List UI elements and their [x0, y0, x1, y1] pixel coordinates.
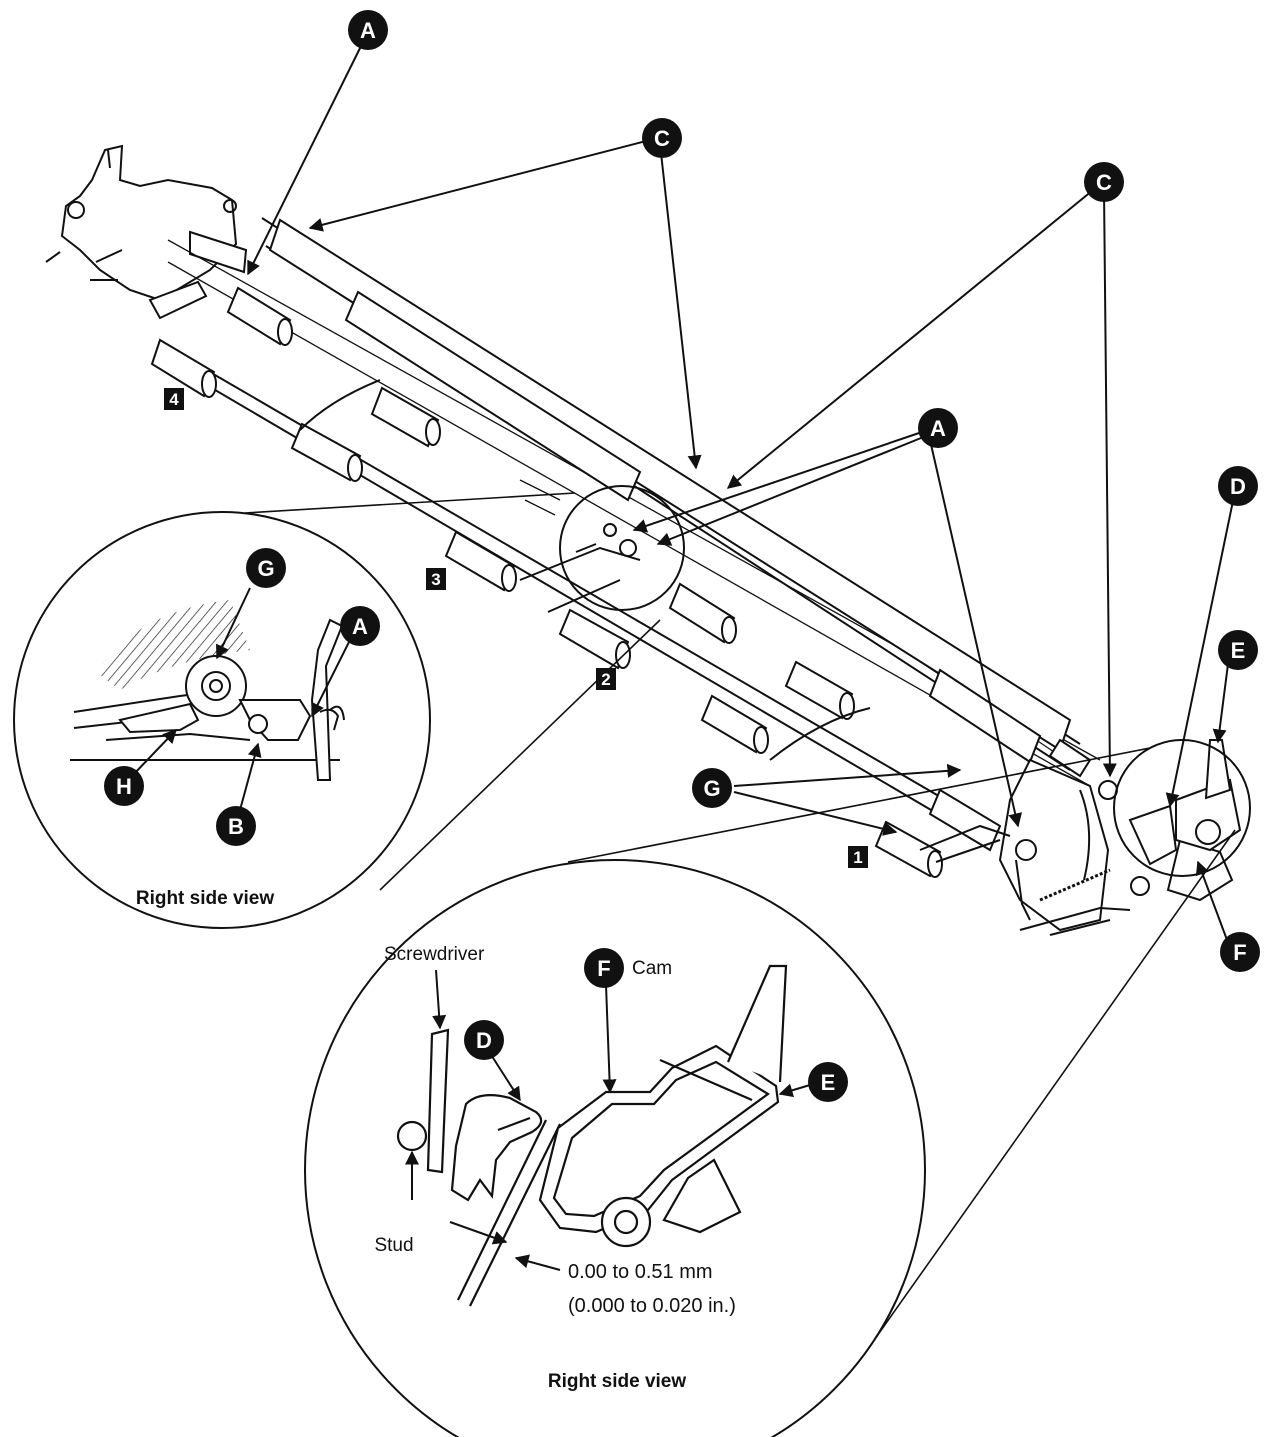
svg-text:H: H [116, 774, 132, 799]
callout-f-detail: F [584, 948, 624, 988]
screwdriver-label: Screwdriver [384, 944, 485, 965]
detail-bottom-caption: Right side view [548, 1371, 687, 1392]
callout-a-middle: A [918, 408, 958, 448]
svg-text:1: 1 [853, 848, 862, 867]
svg-text:E: E [1231, 638, 1246, 663]
svg-text:3: 3 [431, 570, 440, 589]
svg-text:C: C [654, 126, 670, 151]
svg-text:2: 2 [601, 670, 610, 689]
callout-g-detail: G [246, 548, 286, 588]
callout-d-detail: D [464, 1020, 504, 1060]
left-side-frame [45, 144, 248, 320]
svg-text:4: 4 [169, 390, 179, 409]
cam-label: Cam [632, 958, 672, 979]
leader-arrows [247, 31, 1235, 949]
svg-text:A: A [930, 416, 946, 441]
callout-a-detail: A [340, 606, 380, 646]
screwdriver-icon [426, 1028, 450, 1174]
callout-e-main: E [1218, 630, 1258, 670]
svg-text:A: A [360, 18, 376, 43]
detail-bottom: Screwdriver Cam Stud 0.00 to 0.51 mm (0.… [304, 859, 926, 1437]
roller-number-3: 3 [426, 568, 446, 590]
svg-text:D: D [476, 1028, 492, 1053]
svg-text:B: B [228, 814, 244, 839]
callout-c-right: C [1084, 162, 1124, 202]
svg-text:G: G [257, 556, 274, 581]
callout-h-detail: H [104, 766, 144, 806]
callout-d-main: D [1218, 466, 1258, 506]
callout-f-main: F [1220, 932, 1260, 972]
detail-focus-middle [559, 485, 685, 611]
detail-left-caption: Right side view [136, 888, 275, 909]
stud-icon [396, 1120, 428, 1152]
roller-assembly [45, 144, 1242, 936]
stud-label: Stud [374, 1235, 413, 1256]
svg-text:A: A [352, 614, 368, 639]
svg-text:G: G [703, 776, 720, 801]
roller-number-2: 2 [596, 668, 616, 690]
svg-text:F: F [1233, 940, 1246, 965]
detail-connectors [244, 492, 1236, 1361]
svg-text:D: D [1230, 474, 1246, 499]
callout-a-top: A [348, 10, 388, 50]
detail-focus-right [1113, 739, 1251, 877]
cam-icon [538, 1044, 780, 1234]
right-side-frame [998, 738, 1242, 936]
svg-text:C: C [1096, 170, 1112, 195]
detail-left: Right side view [13, 511, 431, 929]
svg-text:E: E [821, 1070, 836, 1095]
roller-number-1: 1 [848, 846, 868, 868]
callout-c-top: C [642, 118, 682, 158]
measurement-in: (0.000 to 0.020 in.) [568, 1295, 736, 1317]
callout-e-detail: E [808, 1062, 848, 1102]
callout-b-detail: B [216, 806, 256, 846]
callout-g-main: G [692, 768, 732, 808]
measurement-mm: 0.00 to 0.51 mm [568, 1261, 713, 1283]
svg-text:F: F [597, 956, 610, 981]
roller-number-4: 4 [164, 388, 184, 410]
